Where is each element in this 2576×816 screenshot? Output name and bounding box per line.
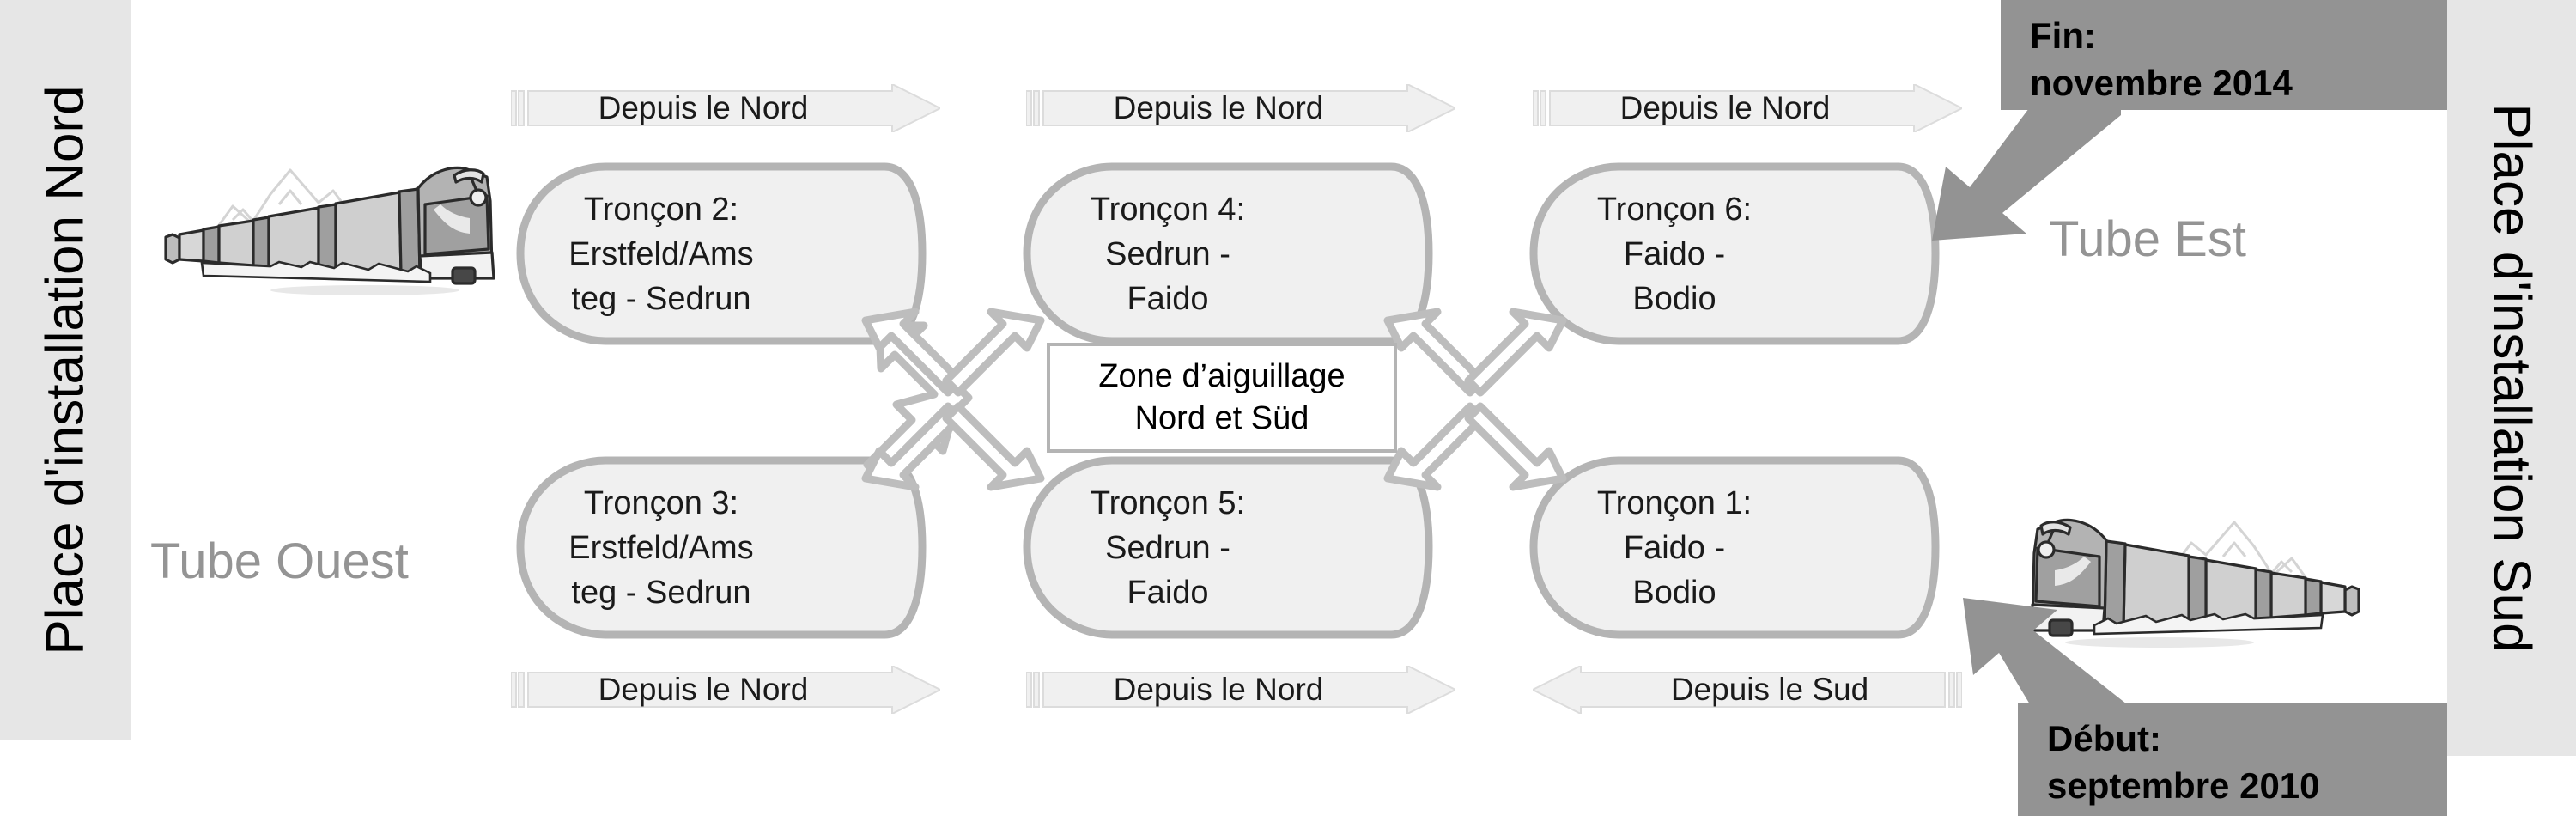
crossover-arrows-icon-left <box>861 308 1045 491</box>
callout-end-line1: Fin: <box>2030 15 2096 56</box>
callout-end-date: Fin: novembre 2014 <box>2001 0 2447 110</box>
installation-site-south-label: Place d'installation Sud <box>2482 103 2542 653</box>
tube-segment-4[interactable]: Tronçon 4: Sedrun - Faido <box>1022 161 1434 346</box>
callout-start-line2: septembre 2010 <box>2047 765 2320 806</box>
tube-segment-5[interactable]: Tronçon 5: Sedrun - Faido <box>1022 455 1434 640</box>
tube-segment-1[interactable]: Tronçon 1: Faido - Bodio <box>1528 455 1941 640</box>
switching-zone-line2: Nord et Süd <box>1134 400 1309 436</box>
direction-flag-top-1: Depuis le Nord <box>511 84 940 132</box>
train-icon-north <box>164 166 495 295</box>
direction-flag-bottom-1: Depuis le Nord <box>511 666 940 714</box>
installation-site-north-band: Place d'installation Nord <box>0 0 131 740</box>
direction-flag-bottom-2: Depuis le Nord <box>1026 666 1455 714</box>
installation-site-north-label: Place d'installation Nord <box>35 85 95 655</box>
callout-arrow-end <box>1932 77 2121 241</box>
direction-flag-bottom-3: Depuis le Sud <box>1533 666 1962 714</box>
callout-start-text: Début: septembre 2010 <box>2047 715 2320 809</box>
callout-end-text: Fin: novembre 2014 <box>2030 12 2293 107</box>
callout-start-line1: Début: <box>2047 718 2161 758</box>
crossover-arrows-icon-right <box>1383 308 1567 491</box>
tube-west-label: Tube Ouest <box>150 533 409 589</box>
switching-zone-box: Zone d’aiguillage Nord et Süd <box>1047 343 1397 453</box>
tube-east-label: Tube Est <box>2049 211 2246 267</box>
switching-zone-line1: Zone d’aiguillage <box>1098 358 1346 394</box>
tube-segment-6[interactable]: Tronçon 6: Faido - Bodio <box>1528 161 1941 346</box>
direction-flag-top-2: Depuis le Nord <box>1026 84 1455 132</box>
callout-start-date: Début: septembre 2010 <box>2018 703 2447 816</box>
installation-site-south-band: Place d'installation Sud <box>2447 0 2576 756</box>
callout-end-line2: novembre 2014 <box>2030 63 2293 103</box>
train-icon-south <box>2029 518 2360 648</box>
direction-flag-top-3: Depuis le Nord <box>1533 84 1962 132</box>
